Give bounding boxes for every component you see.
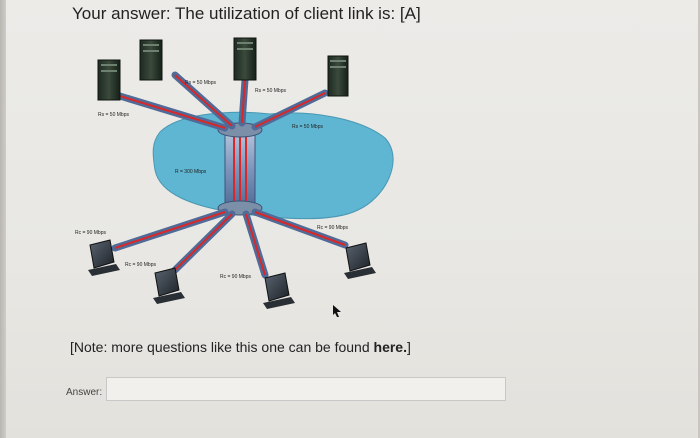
- note-suffix: ]: [406, 339, 411, 355]
- note-text: [Note: more questions like this one can …: [70, 339, 411, 355]
- server-link-label-1: Rs = 50 Mbps: [98, 112, 129, 118]
- server-link-label-3: Rs = 50 Mbps: [255, 88, 286, 94]
- question-text: Your answer: The utilization of client l…: [72, 4, 421, 24]
- network-diagram: Rs = 50 Mbps Rs = 50 Mbps Rs = 50 Mbps R…: [75, 37, 394, 309]
- page-edge: [0, 0, 8, 438]
- computer-icon: [153, 267, 185, 304]
- answer-label: Answer:: [66, 387, 103, 398]
- client-link-label-2: Rc = 90 Mbps: [125, 262, 156, 268]
- router-bottom-icon: [217, 200, 263, 216]
- question-prefix: Your answer: The utilization of client l…: [72, 4, 396, 23]
- answer-input[interactable]: [106, 377, 506, 401]
- client-link-1: [111, 208, 229, 252]
- bottleneck-label: R = 300 Mbps: [175, 169, 207, 175]
- server-link-label-2: Rs = 50 Mbps: [185, 80, 216, 86]
- server-icon: [327, 55, 349, 97]
- client-link-label-4: Rc = 90 Mbps: [317, 225, 348, 231]
- client-link-2: [171, 210, 236, 274]
- server-link-3: [238, 76, 249, 127]
- server-icon: [233, 37, 257, 81]
- computer-icon: [263, 272, 295, 309]
- server-icon: [97, 59, 121, 101]
- network-cloud: [152, 111, 394, 220]
- client-link-label-3: Rc = 90 Mbps: [220, 274, 251, 280]
- mouse-cursor-icon: [333, 305, 341, 317]
- computer-icon: [344, 242, 376, 279]
- server-link-label-4: Rs = 50 Mbps: [292, 124, 323, 130]
- server-link-4: [251, 89, 329, 131]
- question-sheet: [6, 0, 698, 438]
- client-link-3: [242, 210, 269, 279]
- server-icon: [139, 39, 163, 81]
- question-answer-value: [A]: [399, 4, 421, 23]
- server-link-1: [106, 89, 229, 132]
- client-link-label-1: Rc = 90 Mbps: [75, 230, 106, 236]
- computer-icon: [88, 239, 120, 276]
- note-here-link[interactable]: here.: [373, 339, 407, 355]
- client-link-4: [251, 208, 349, 249]
- server-link-2: [171, 71, 236, 130]
- note-prefix: [Note: more questions like this one can …: [70, 339, 374, 355]
